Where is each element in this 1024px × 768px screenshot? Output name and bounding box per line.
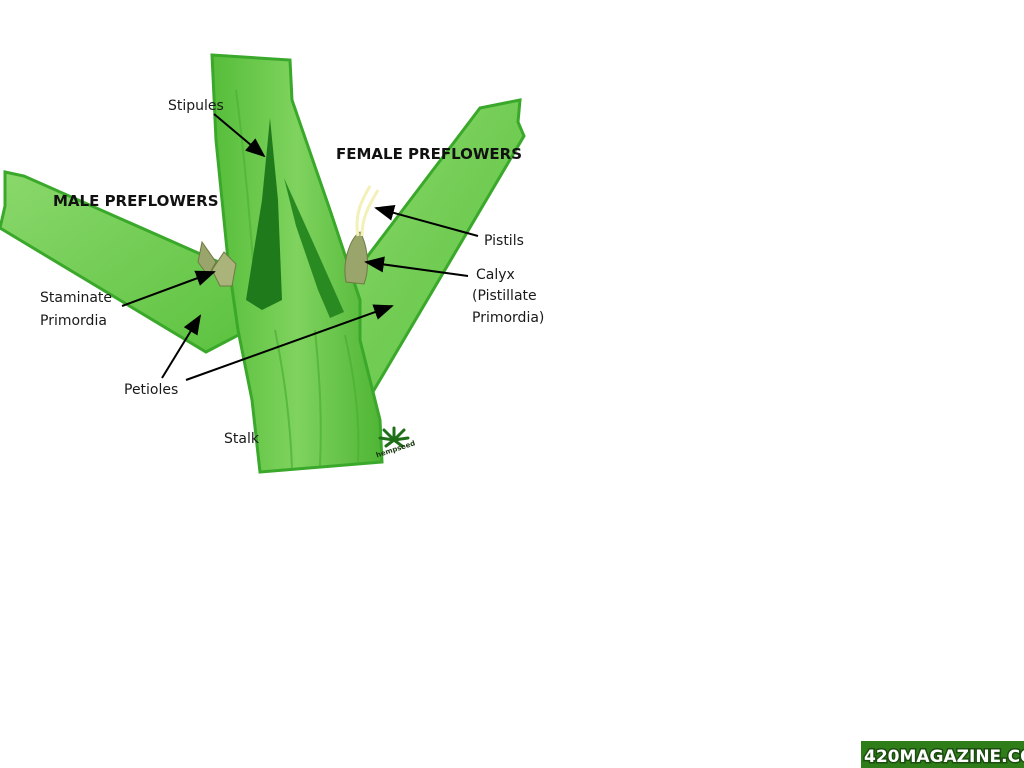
- stipules-label: Stipules: [168, 98, 224, 114]
- plant-illustration: [0, 55, 524, 472]
- stalk-label: Stalk: [224, 431, 260, 447]
- female-preflowers-heading: FEMALE PREFLOWERS: [336, 145, 522, 163]
- staminate-label-line2: Primordia: [40, 313, 107, 329]
- staminate-label-line1: Staminate: [40, 290, 112, 306]
- watermark-text: 420MAGAZINE.COM: [864, 747, 1024, 767]
- calyx-label-line2: (Pistillate: [472, 288, 537, 304]
- pistils-label: Pistils: [484, 233, 524, 249]
- calyx-label-line3: Primordia): [472, 310, 544, 326]
- petioles-label: Petioles: [124, 382, 178, 398]
- watermark-420magazine: 420MAGAZINE.COM: [861, 741, 1024, 768]
- calyx-label-line1: Calyx: [476, 267, 515, 283]
- male-preflowers-heading: MALE PREFLOWERS: [53, 192, 219, 210]
- calyx-shape: [345, 232, 368, 284]
